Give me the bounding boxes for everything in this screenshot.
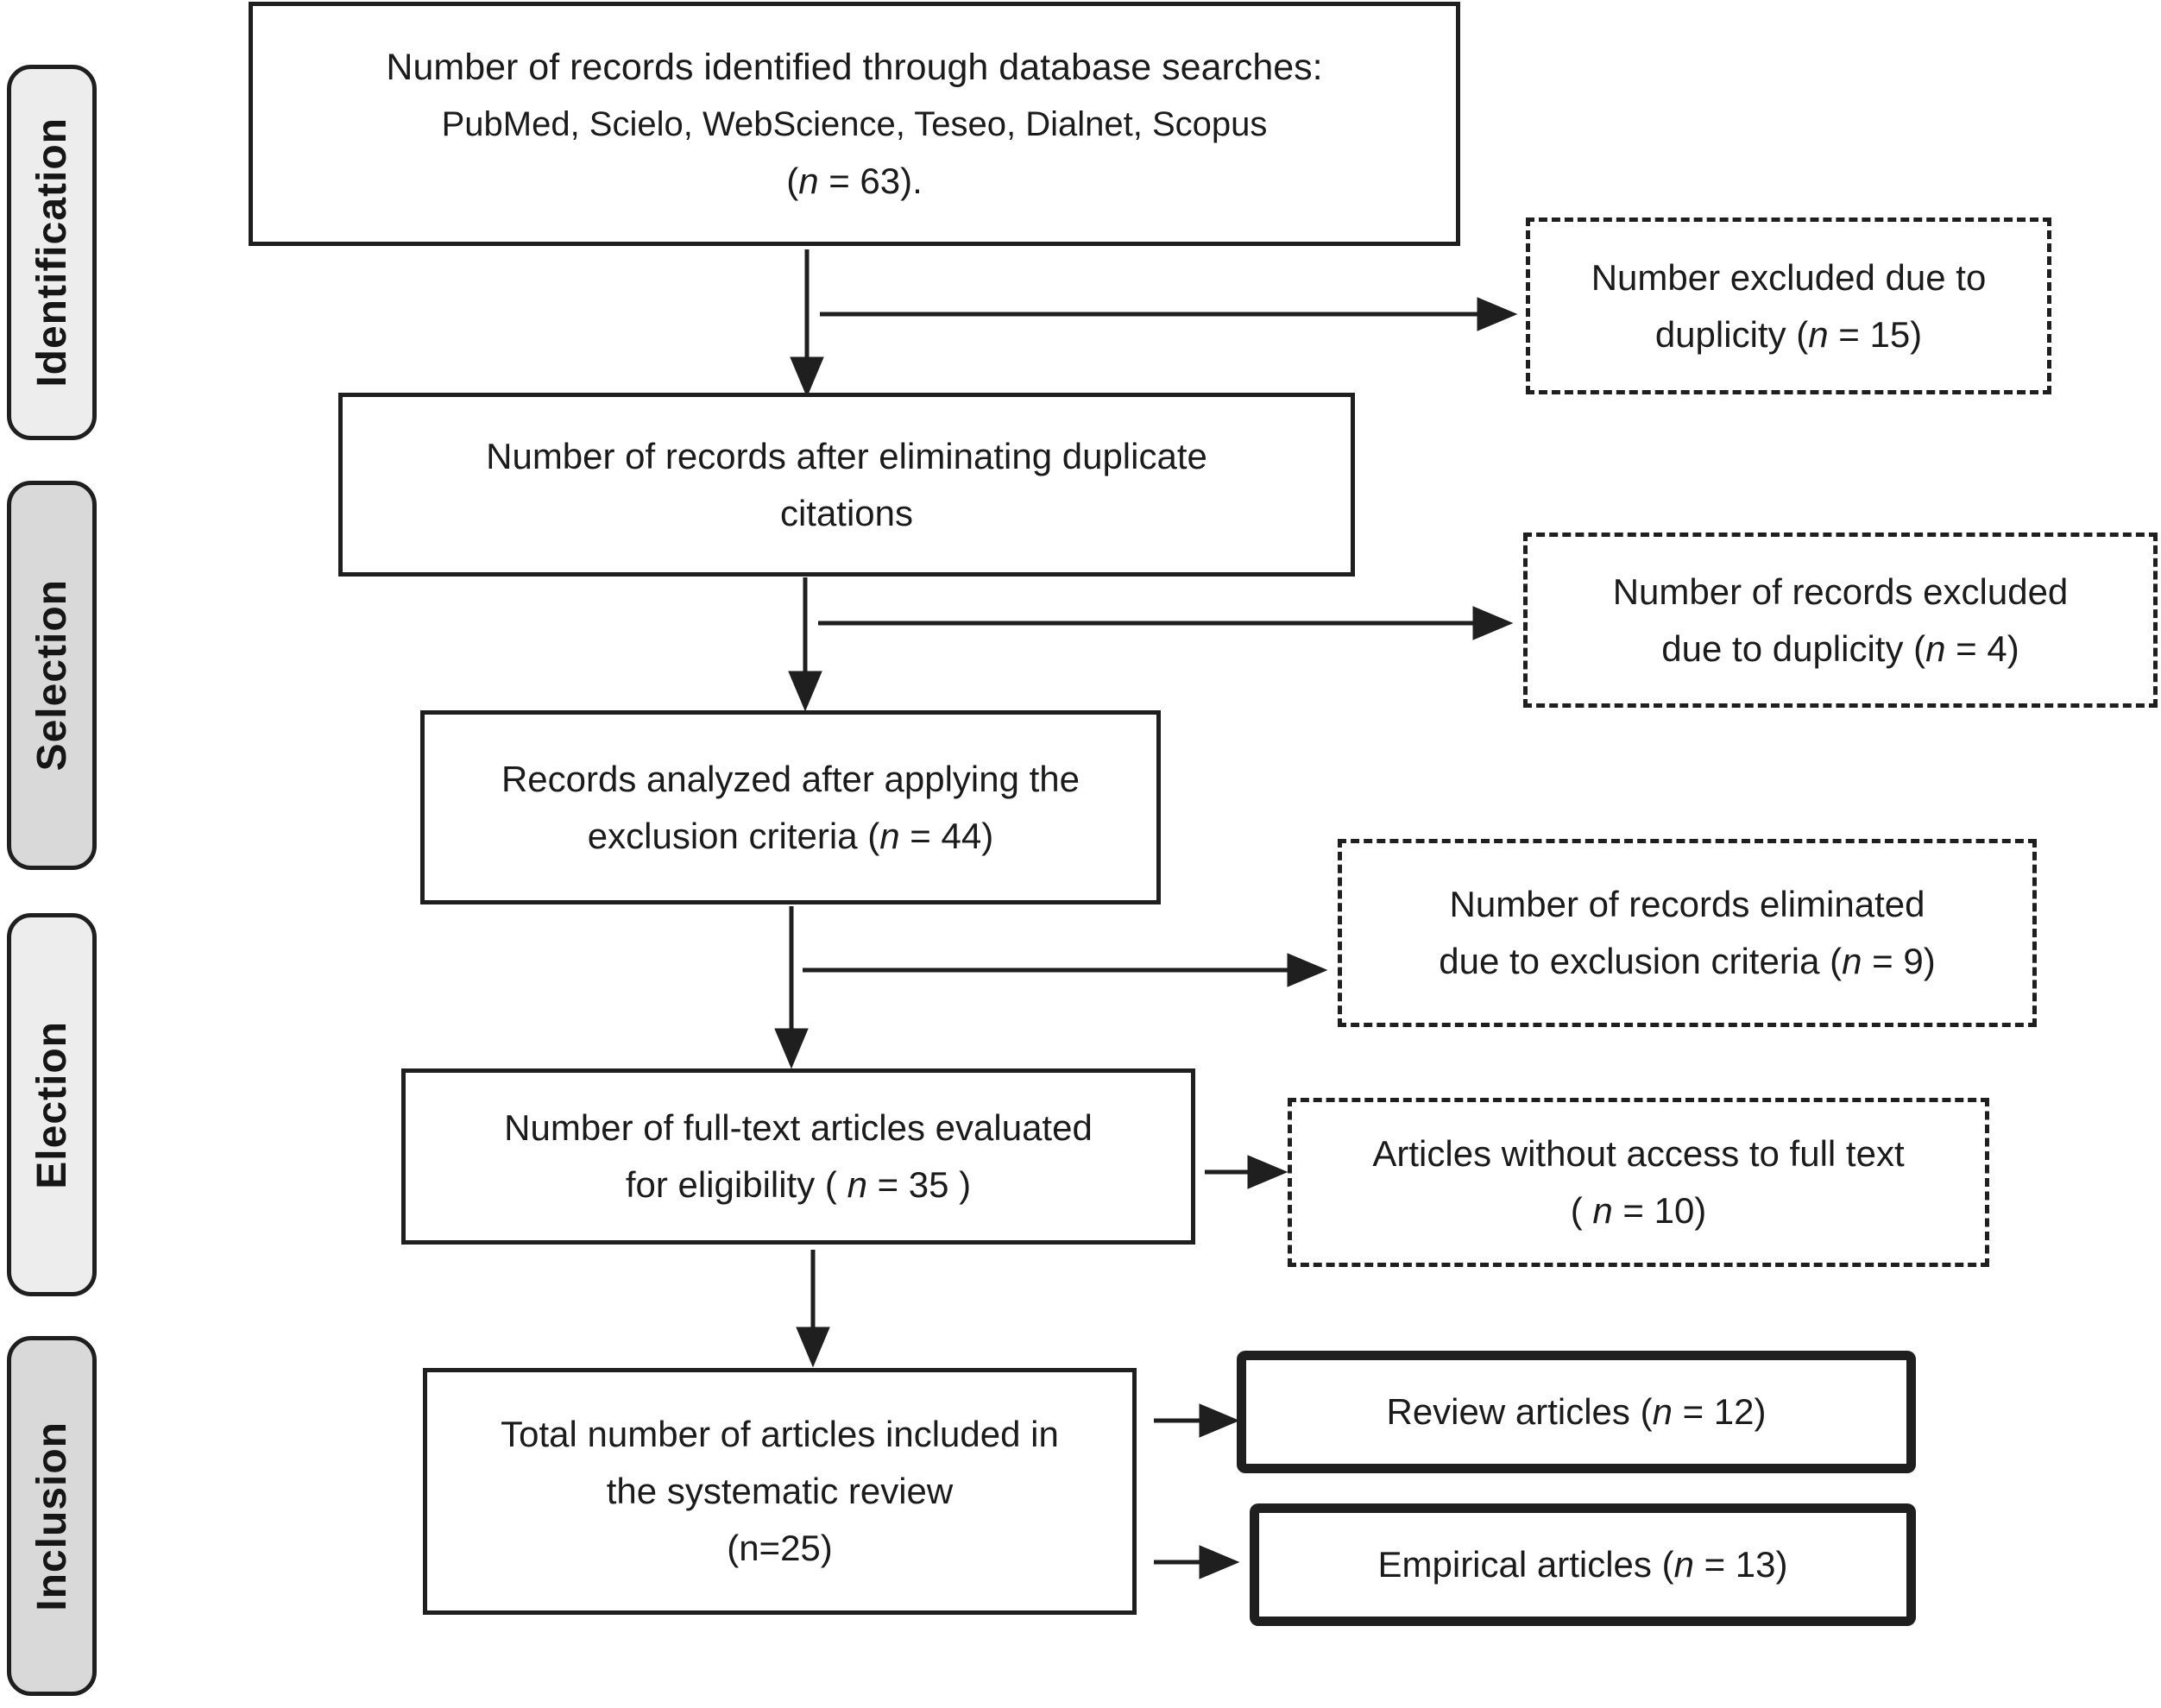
box-excluded-duplicity-15: Number excluded due to duplicity (n = 15…: [1526, 217, 2051, 394]
text-line: duplicity (n = 15): [1655, 306, 1922, 363]
box-records-analyzed: Records analyzed after applying the excl…: [420, 710, 1161, 904]
text-line: for eligibility ( n = 35 ): [626, 1157, 971, 1213]
arrow-dedup-to-analyzed-head: [788, 671, 822, 712]
text-segment-n: n: [1652, 1391, 1673, 1432]
text-segment-n: n: [1925, 627, 1946, 669]
box-review-articles: Review articles (n = 12): [1237, 1351, 1916, 1473]
text-line: Number of records identified through dat…: [386, 46, 1323, 88]
text-segment: = 9): [1862, 941, 1936, 981]
text-line: ( n = 10): [1571, 1182, 1707, 1239]
text-line: due to exclusion criteria (n = 9): [1439, 933, 1935, 990]
text-line: Number of full-text articles evaluated: [504, 1107, 1093, 1148]
box-records-after-dedup: Number of records after eliminating dupl…: [338, 393, 1355, 577]
text-line: Total number of articles included in: [501, 1414, 1059, 1454]
text-segment: Review articles (: [1386, 1391, 1653, 1432]
stage-label: Identification: [28, 117, 75, 388]
text-line: Number excluded due to: [1591, 256, 1987, 298]
text-segment-n: n: [798, 160, 819, 201]
text-segment: = 35 ): [866, 1164, 972, 1205]
stage-label: Selection: [28, 579, 75, 772]
text-segment: = 10): [1612, 1190, 1707, 1231]
text-line: PubMed, Scielo, WebScience, Teseo, Dialn…: [441, 104, 1268, 143]
text-segment: = 15): [1828, 313, 1923, 355]
text-segment-n: n: [1842, 941, 1862, 981]
arrow-to-empirical-articles-head: [1199, 1545, 1240, 1579]
text-line: (n = 63).: [786, 153, 923, 210]
arrow-to-eliminated-criteria-head: [1287, 953, 1328, 987]
stage-tag-identification: Identification: [7, 65, 97, 440]
arrow-to-no-full-text-head: [1247, 1155, 1288, 1189]
text-line: Records analyzed after applying the: [501, 758, 1080, 799]
text-line: Number of records eliminated: [1449, 884, 1925, 924]
box-excluded-duplicity-4: Number of records excluded due to duplic…: [1523, 533, 2158, 708]
stage-tag-selection: Selection: [7, 481, 97, 870]
arrow-to-excluded-duplicity1-head: [1477, 297, 1518, 331]
text-line: the systematic review: [606, 1471, 954, 1511]
box-empirical-articles: Empirical articles (n = 13): [1250, 1503, 1916, 1626]
box-fulltext-evaluated: Number of full-text articles evaluated f…: [401, 1068, 1195, 1245]
box-records-identified: Number of records identified through dat…: [249, 2, 1460, 246]
text-segment-n: n: [1673, 1544, 1694, 1585]
text-line: Number of records excluded: [1612, 570, 2069, 612]
stage-label: Inclusion: [28, 1421, 75, 1611]
text-segment: duplicity (: [1654, 313, 1809, 355]
text-line: citations: [779, 492, 914, 533]
text-line: Empirical articles (n = 13): [1378, 1536, 1788, 1593]
stage-tag-inclusion: Inclusion: [7, 1336, 97, 1696]
arrow-identified-to-dedup-head: [790, 356, 824, 398]
text-segment: Empirical articles (: [1377, 1544, 1674, 1585]
text-segment-n: n: [1592, 1190, 1613, 1231]
stage-tag-election: Election: [7, 913, 97, 1296]
box-total-included: Total number of articles included in the…: [423, 1368, 1137, 1615]
text-line: exclusion criteria (n = 44): [588, 808, 993, 865]
text-segment-n: n: [1808, 313, 1829, 355]
text-segment: for eligibility (: [625, 1164, 847, 1205]
text-segment: = 44): [899, 815, 994, 856]
text-line: Articles without access to full text: [1372, 1133, 1905, 1174]
arrow-to-excluded-duplicity2-head: [1472, 606, 1514, 640]
text-segment-n: n: [879, 815, 900, 856]
text-line: due to duplicity (n = 4): [1661, 621, 2019, 678]
text-segment: due to duplicity (: [1661, 627, 1926, 669]
text-segment: = 63).: [818, 160, 923, 201]
text-segment: due to exclusion criteria (: [1439, 941, 1843, 981]
arrow-analyzed-to-fulltext-head: [774, 1028, 809, 1069]
text-line: Number of records after eliminating dupl…: [486, 435, 1207, 476]
text-segment: exclusion criteria (: [587, 815, 880, 856]
text-line: Review articles (n = 12): [1386, 1383, 1766, 1440]
stage-label: Election: [28, 1020, 75, 1189]
text-segment-n: n: [847, 1164, 867, 1205]
arrow-fulltext-to-included-head: [796, 1327, 830, 1368]
text-segment: = 4): [1945, 627, 2019, 669]
text-segment: = 12): [1672, 1391, 1767, 1432]
text-segment: (: [786, 160, 799, 201]
arrow-to-review-articles-head: [1199, 1403, 1240, 1438]
text-segment: (: [1570, 1190, 1593, 1231]
text-segment: = 13): [1693, 1544, 1788, 1585]
text-line: (n=25): [727, 1528, 833, 1568]
box-no-full-text-access: Articles without access to full text ( n…: [1288, 1098, 1989, 1267]
box-eliminated-exclusion-criteria: Number of records eliminated due to excl…: [1338, 839, 2037, 1027]
